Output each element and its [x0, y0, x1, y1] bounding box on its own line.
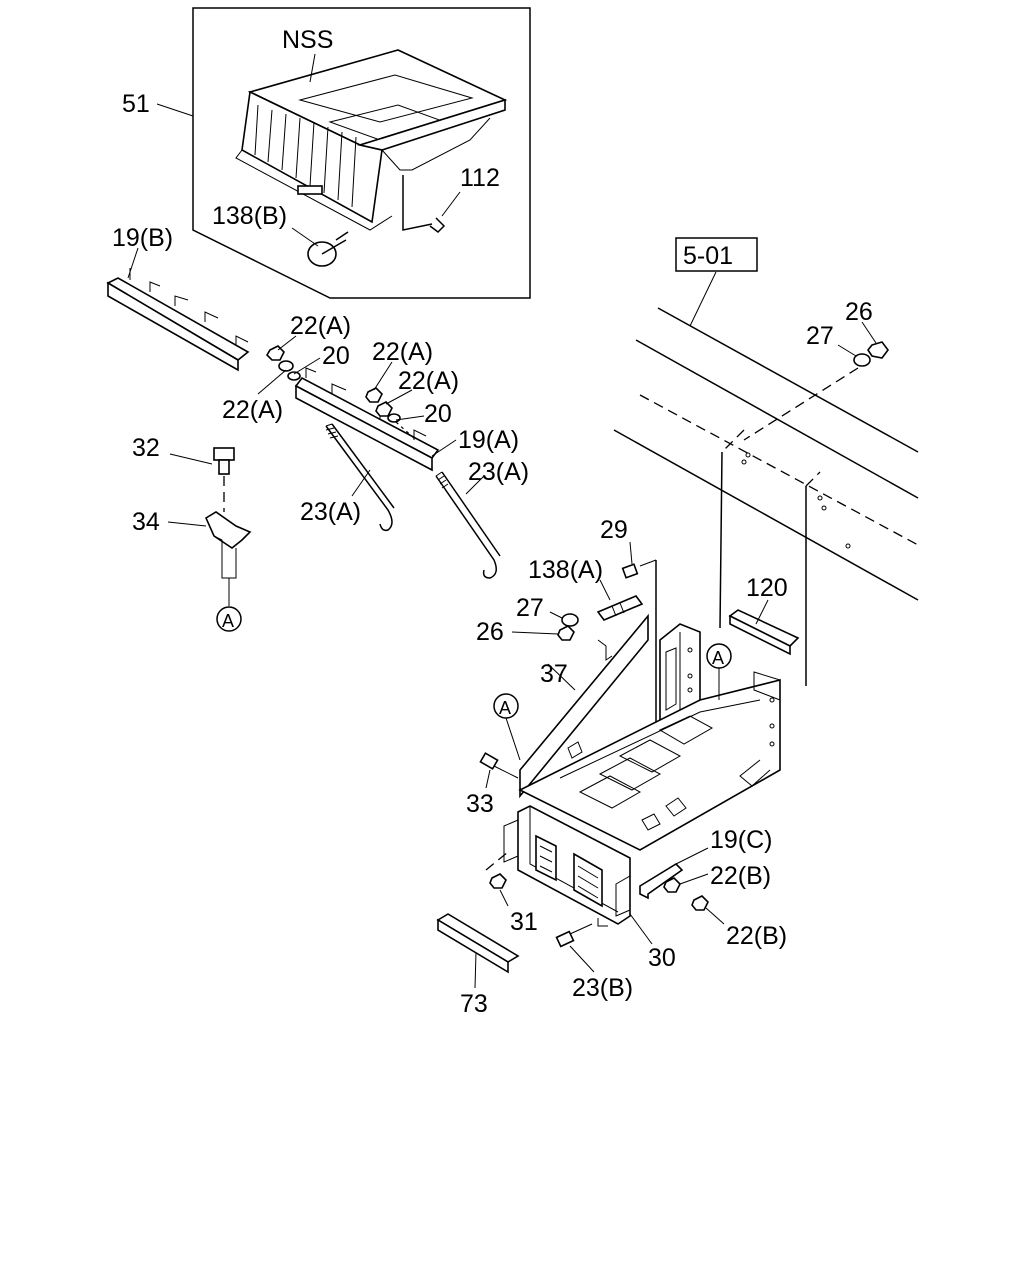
- part-19a-bracket: [257, 335, 457, 472]
- label-34: 34: [132, 508, 160, 536]
- label-31: 31: [510, 908, 538, 936]
- label-32: 32: [132, 434, 160, 462]
- label-27-top: 27: [806, 322, 834, 350]
- label-22a-2: 22(A): [222, 396, 283, 424]
- label-138a: 138(A): [528, 556, 603, 584]
- label-22a-3: 22(A): [372, 338, 433, 366]
- label-112: 112: [460, 164, 500, 192]
- label-5-01: 5-01: [683, 242, 733, 270]
- inset-cover-assembly: [156, 7, 531, 299]
- label-23b: 23(B): [572, 974, 633, 1002]
- label-37: 37: [540, 660, 568, 688]
- part-32-bolt-34-clamp: [167, 447, 252, 632]
- circle-a-1: A: [222, 611, 234, 631]
- part-19c-clip: [639, 847, 725, 925]
- main-carrier-bracket: [479, 429, 821, 851]
- part-30-module: [485, 805, 653, 973]
- label-19b: 19(B): [112, 224, 173, 252]
- part-23a-rods: [325, 423, 501, 579]
- label-19a: 19(A): [458, 426, 519, 454]
- label-23a-1: 23(A): [300, 498, 361, 526]
- label-27: 27: [516, 594, 544, 622]
- circle-a-2: A: [712, 648, 724, 668]
- frame-rail: [613, 237, 919, 601]
- nut-washer-top: [743, 321, 889, 441]
- label-73: 73: [460, 990, 488, 1018]
- label-22a-4: 22(A): [398, 367, 459, 395]
- label-22b-2: 22(B): [726, 922, 787, 950]
- part-19b-rail: [106, 247, 250, 372]
- label-26: 26: [476, 618, 504, 646]
- label-20-2: 20: [424, 400, 452, 428]
- part-73-strip: [436, 913, 520, 989]
- label-19c: 19(C): [710, 826, 773, 854]
- label-33: 33: [466, 790, 494, 818]
- label-120: 120: [746, 574, 788, 602]
- label-51: 51: [122, 90, 150, 118]
- part-120-strip: [728, 599, 800, 656]
- label-138b: 138(B): [212, 202, 287, 230]
- label-30: 30: [648, 944, 676, 972]
- circle-a-3: A: [499, 698, 511, 718]
- label-20-1: 20: [322, 342, 350, 370]
- label-29: 29: [600, 516, 628, 544]
- label-26-top: 26: [845, 298, 873, 326]
- label-23a-2: 23(A): [468, 458, 529, 486]
- label-22b-1: 22(B): [710, 862, 771, 890]
- label-nss: NSS: [282, 26, 333, 54]
- label-22a-1: 22(A): [290, 312, 351, 340]
